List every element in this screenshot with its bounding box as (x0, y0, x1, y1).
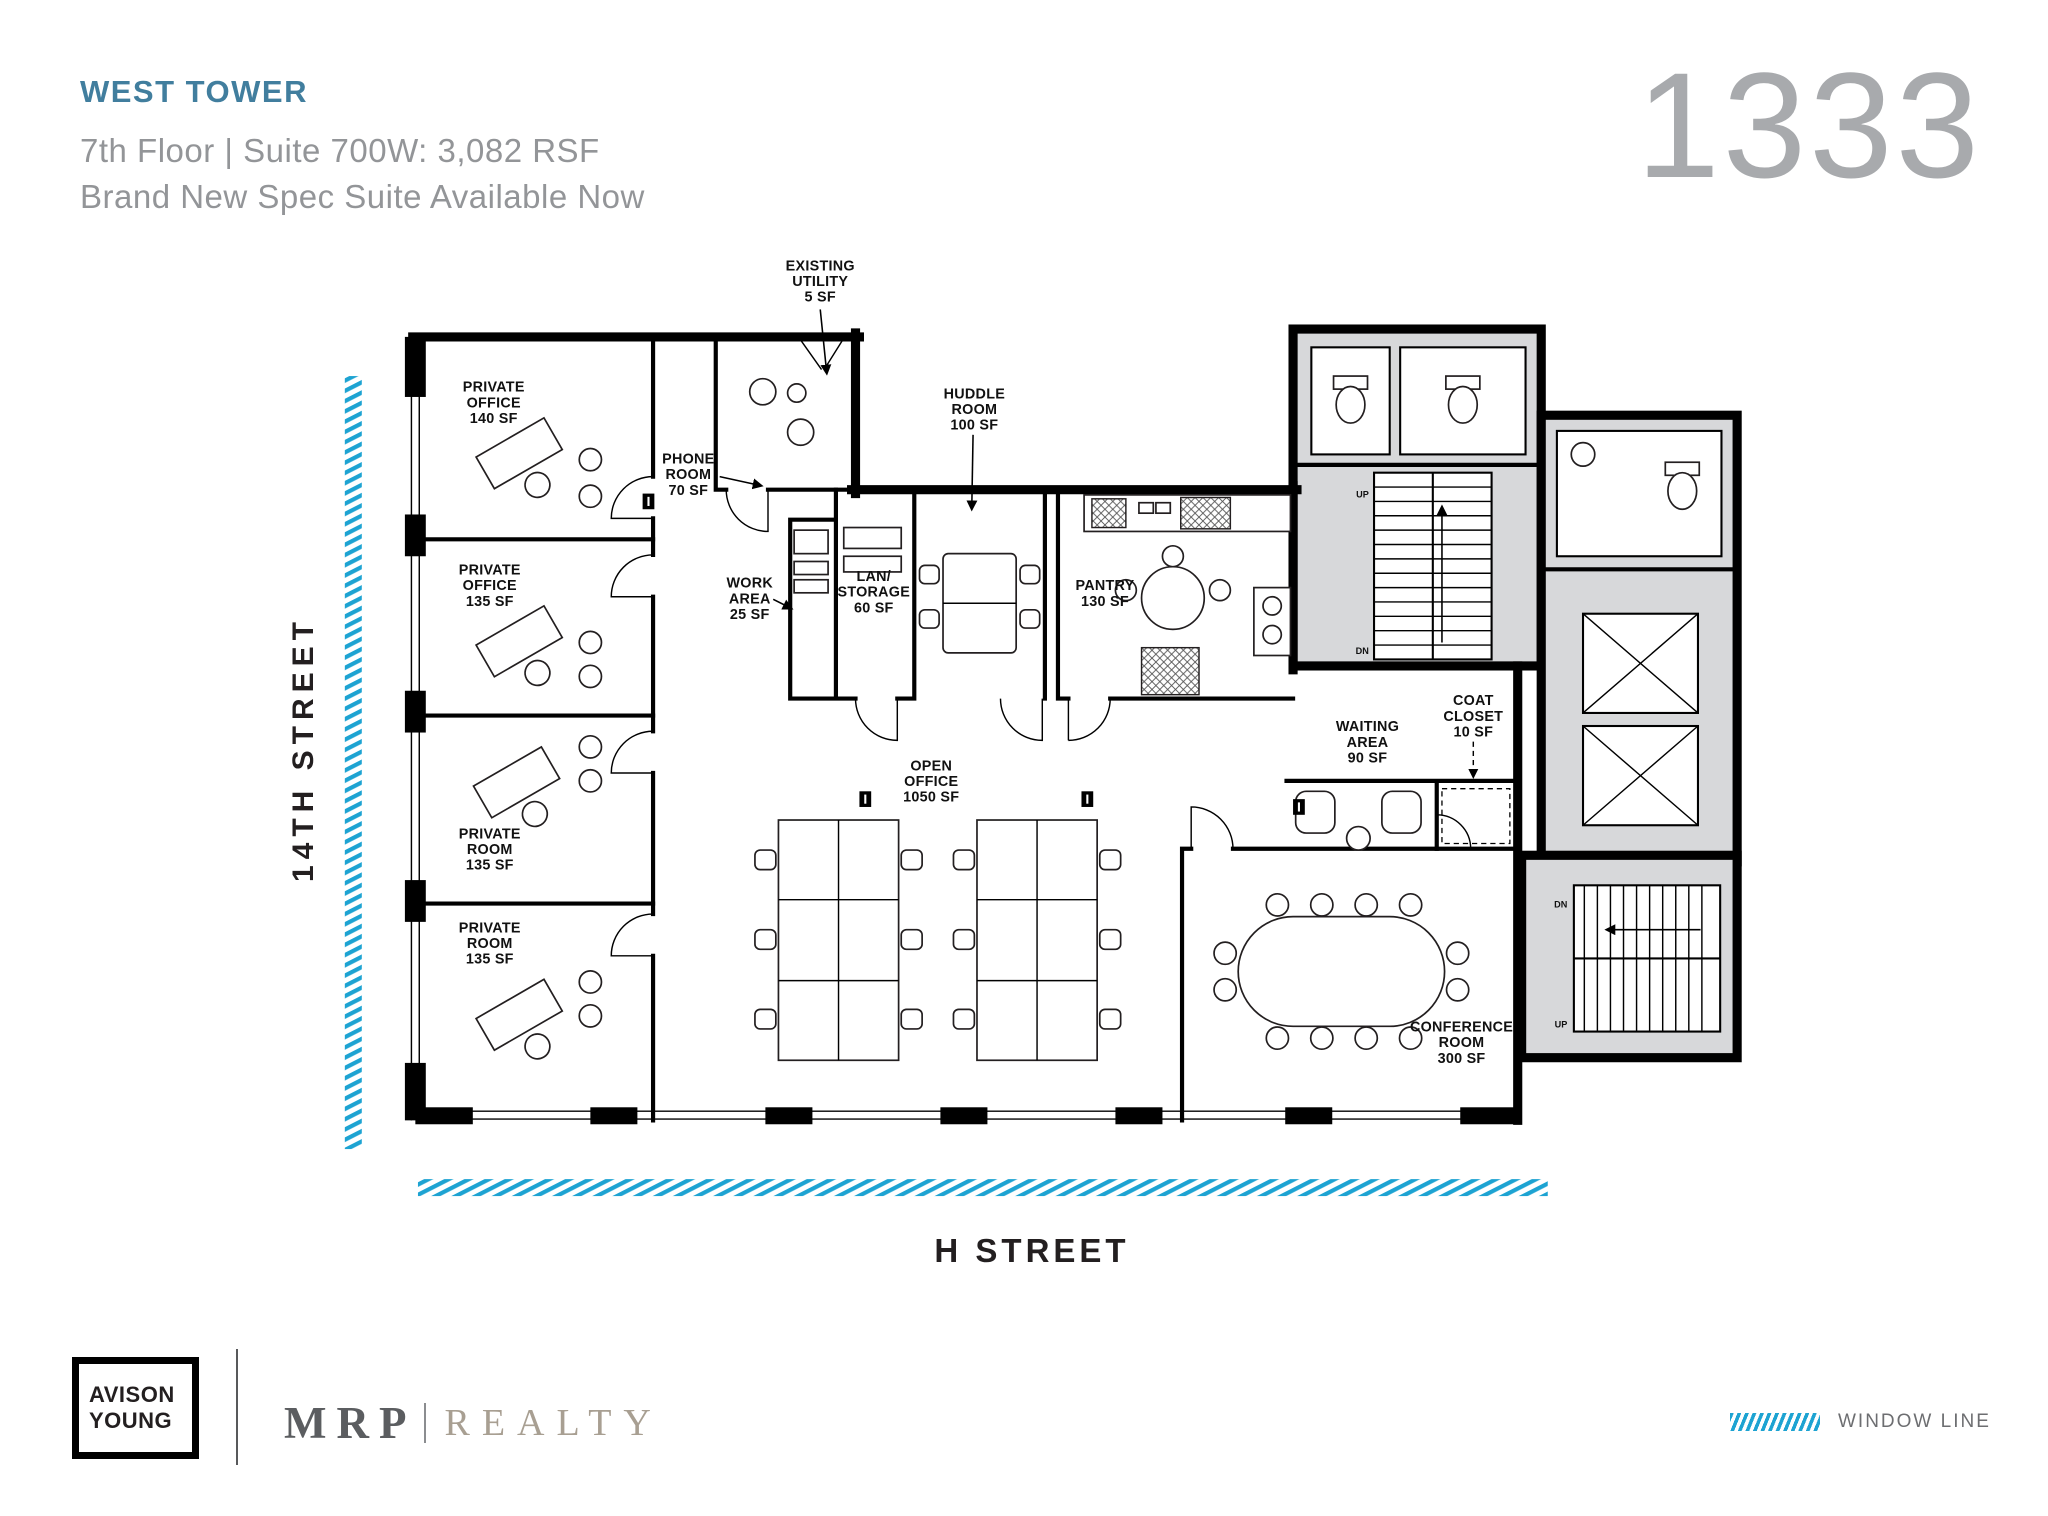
label-work-area: WORK AREA 25 SF (726, 576, 773, 623)
door-swings (610, 337, 1472, 957)
window-walls (404, 336, 1518, 1125)
label-private-office-2: PRIVATE OFFICE 135 SF (459, 563, 521, 610)
svg-text:AREA: AREA (729, 591, 771, 607)
coat-closet-outline (1441, 788, 1511, 845)
window-line-swatch (1730, 1413, 1820, 1431)
building-name: WEST TOWER (80, 74, 308, 109)
svg-text:135 SF: 135 SF (466, 594, 514, 610)
svg-text:PRIVATE: PRIVATE (459, 826, 521, 842)
svg-text:130 SF: 130 SF (1081, 594, 1129, 610)
furniture (472, 377, 1470, 1078)
svg-text:135 SF: 135 SF (466, 952, 514, 968)
svg-text:PHONE: PHONE (662, 452, 715, 468)
logo-divider (236, 1349, 238, 1465)
realty-text: REALTY (444, 1402, 663, 1444)
svg-text:OFFICE: OFFICE (463, 578, 517, 594)
svg-text:ROOM: ROOM (665, 467, 711, 483)
mrp-text: MRP (284, 1398, 417, 1448)
mrp-logo-bar (424, 1403, 427, 1443)
svg-text:70 SF: 70 SF (669, 483, 709, 499)
window-line-west (344, 376, 362, 1150)
svg-text:ROOM: ROOM (952, 402, 998, 418)
window-line-legend: WINDOW LINE (1730, 1411, 1991, 1433)
svg-text:UP: UP (1555, 1020, 1568, 1030)
svg-text:LAN/: LAN/ (857, 569, 892, 585)
svg-text:UP: UP (1356, 489, 1369, 499)
svg-text:DN: DN (1554, 900, 1567, 910)
svg-text:WAITING: WAITING (1336, 719, 1399, 735)
avison-young-line1: AVISON (89, 1382, 175, 1408)
svg-text:EXISTING: EXISTING (786, 258, 855, 274)
label-pantry: PANTRY 130 SF (1075, 578, 1134, 610)
availability-info: Brand New Spec Suite Available Now (80, 178, 645, 215)
svg-text:CONFERENCE: CONFERENCE (1410, 1020, 1513, 1036)
label-phone-room: PHONE ROOM 70 SF (662, 452, 715, 499)
svg-text:90 SF: 90 SF (1348, 751, 1388, 767)
suite-info: 7th Floor | Suite 700W: 3,082 RSF (80, 132, 600, 169)
mrp-realty-logo: MRP REALTY (284, 1396, 663, 1450)
suite-floor (415, 336, 1518, 1121)
label-huddle-room: HUDDLE ROOM 100 SF (944, 386, 1006, 434)
elevator-shafts (1581, 612, 1700, 827)
label-coat-closet: COAT CLOSET 10 SF (1443, 693, 1503, 740)
svg-text:PRIVATE: PRIVATE (463, 380, 525, 396)
svg-text:25 SF: 25 SF (730, 607, 770, 623)
svg-text:PRIVATE: PRIVATE (459, 920, 521, 936)
room-labels: EXISTING UTILITY 5 SF PRIVATE OFFICE 140… (459, 258, 1513, 1067)
svg-text:10 SF: 10 SF (1453, 724, 1493, 740)
label-leaders (719, 309, 1479, 779)
svg-text:OPEN: OPEN (910, 758, 952, 774)
label-private-room-1: PRIVATE ROOM 135 SF (459, 826, 521, 873)
svg-text:OFFICE: OFFICE (467, 395, 521, 411)
svg-text:PRIVATE: PRIVATE (459, 563, 521, 579)
building-core: UP DN DN UP (1288, 324, 1742, 1063)
svg-text:PANTRY: PANTRY (1075, 578, 1134, 594)
building-number: 1333 (1636, 41, 1982, 209)
svg-text:OFFICE: OFFICE (904, 774, 958, 790)
svg-text:ROOM: ROOM (467, 936, 513, 952)
svg-text:STORAGE: STORAGE (838, 585, 911, 601)
exterior-walls (408, 328, 1523, 1125)
avison-young-line2: YOUNG (89, 1408, 173, 1433)
svg-text:135 SF: 135 SF (466, 858, 514, 874)
avison-young-logo: AVISON YOUNG (72, 1357, 199, 1459)
svg-text:UTILITY: UTILITY (792, 274, 848, 290)
svg-text:ROOM: ROOM (1439, 1035, 1485, 1051)
svg-text:DN: DN (1356, 646, 1369, 656)
window-line-south (417, 1179, 1548, 1197)
svg-text:COAT: COAT (1453, 693, 1494, 709)
svg-text:300 SF: 300 SF (1438, 1051, 1486, 1067)
label-existing-utility: EXISTING UTILITY 5 SF (786, 258, 855, 305)
label-open-office: OPEN OFFICE 1050 SF (903, 758, 959, 805)
svg-text:5 SF: 5 SF (805, 290, 836, 306)
svg-text:140 SF: 140 SF (470, 411, 518, 427)
svg-text:WORK: WORK (726, 576, 773, 592)
svg-text:ROOM: ROOM (467, 842, 513, 858)
svg-text:AREA: AREA (1347, 735, 1389, 751)
street-label-14th: 14TH STREET (287, 615, 320, 883)
svg-text:100 SF: 100 SF (950, 418, 998, 434)
label-waiting-area: WAITING AREA 90 SF (1336, 719, 1399, 766)
svg-text:1050 SF: 1050 SF (903, 790, 959, 806)
label-private-room-2: PRIVATE ROOM 135 SF (459, 920, 521, 967)
window-line-label: WINDOW LINE (1838, 1411, 1991, 1432)
svg-text:HUDDLE: HUDDLE (944, 386, 1006, 402)
label-conference-room: CONFERENCE ROOM 300 SF (1410, 1020, 1513, 1067)
svg-text:60 SF: 60 SF (854, 600, 894, 616)
label-private-office-1: PRIVATE OFFICE 140 SF (463, 380, 525, 427)
label-lan-storage: LAN/ STORAGE 60 SF (838, 569, 911, 616)
street-label-h: H STREET (934, 1232, 1130, 1269)
svg-text:CLOSET: CLOSET (1443, 709, 1503, 725)
